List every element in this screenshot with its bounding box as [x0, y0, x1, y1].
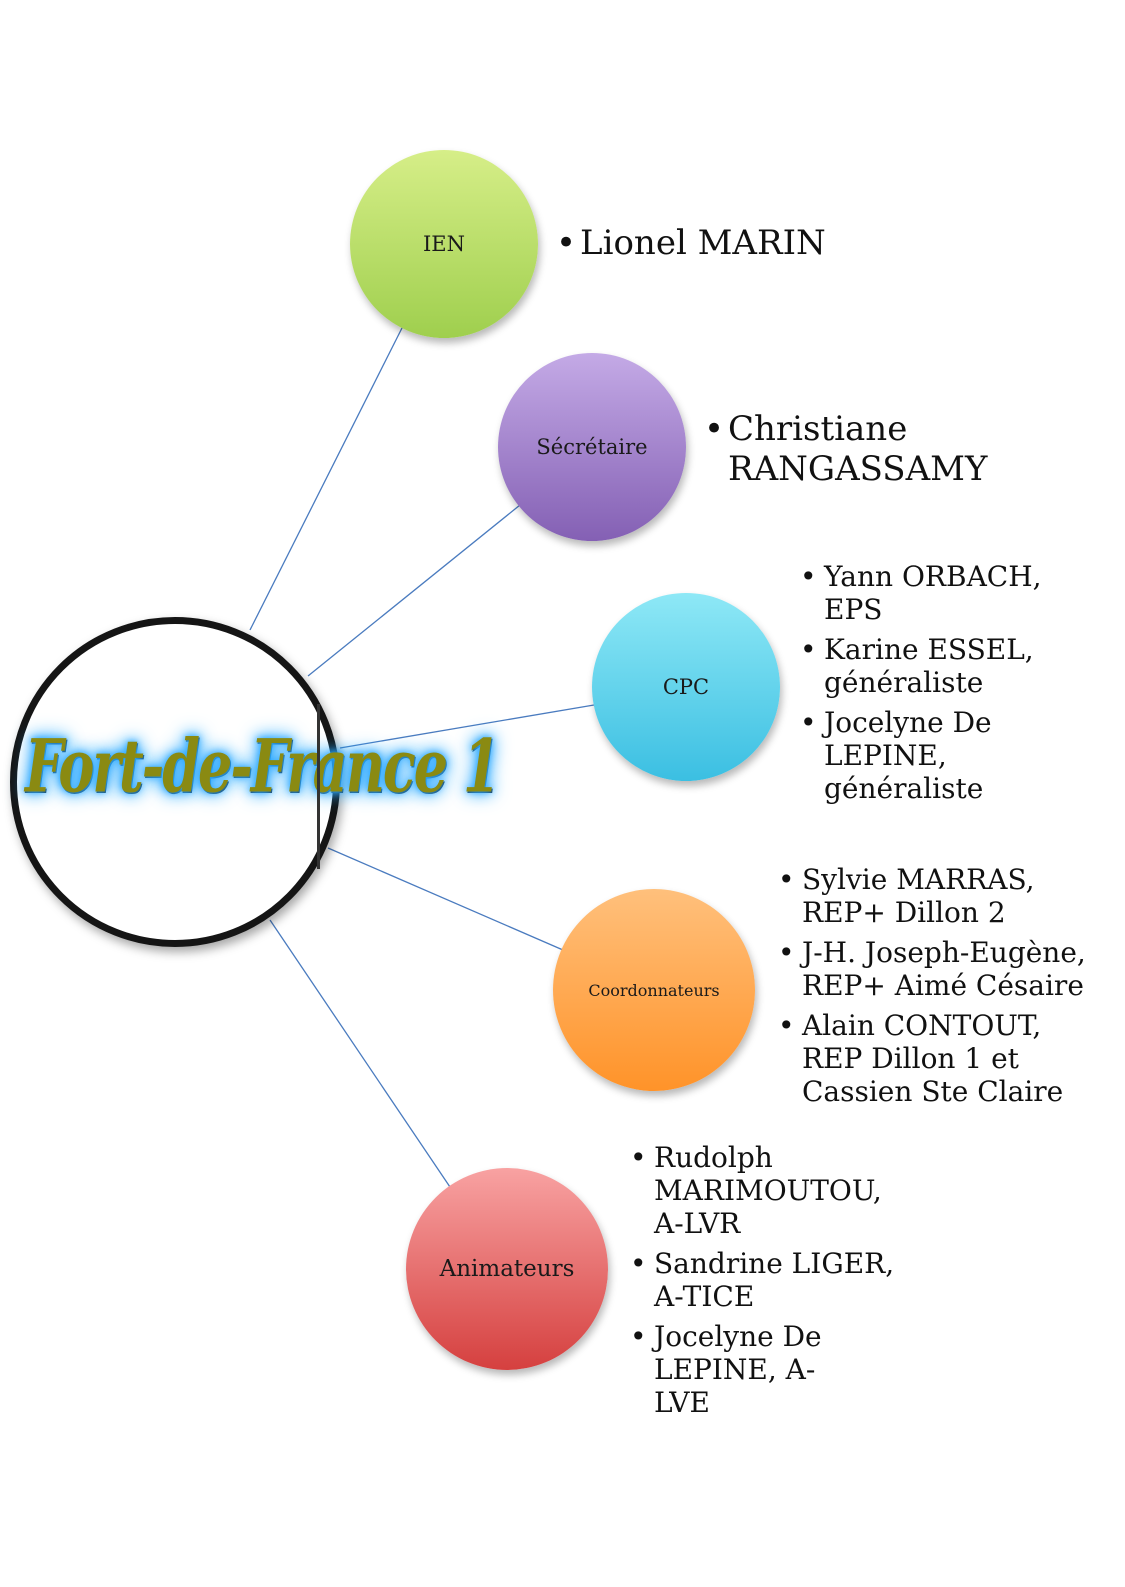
list-item: Jocelyne De LEPINE, A-LVE [630, 1320, 864, 1419]
link-ien [249, 325, 404, 631]
list-item: Sylvie MARRAS, REP+ Dillon 2 [778, 863, 1062, 929]
list-item: Christiane RANGASSAMY [704, 409, 1004, 489]
link-animateurs [269, 919, 451, 1188]
logo-divider [317, 704, 320, 869]
node-ien: IEN [350, 150, 538, 338]
list-item: Karine ESSEL, généraliste [800, 633, 1050, 699]
node-animateurs: Animateurs [406, 1168, 608, 1370]
node-ien-label: IEN [423, 232, 465, 256]
list-item: Jocelyne De LEPINE, généraliste [800, 706, 994, 805]
link-secretaire [307, 504, 521, 677]
list-item: Yann ORBACH, EPS [800, 560, 1050, 626]
node-secretaire: Sécrétaire [498, 353, 686, 541]
logo-text: Fort-de-France 1 [25, 722, 500, 810]
list-item: Sandrine LIGER, A-TICE [630, 1247, 904, 1313]
node-coordonnateurs: Coordonnateurs [553, 889, 755, 1091]
list-item: Lionel MARIN [556, 223, 876, 263]
link-cpc [339, 704, 595, 749]
secretaire-people-list: Christiane RANGASSAMY [704, 409, 1004, 489]
hub-logo: Fort-de-France 1 [10, 617, 500, 947]
list-item: J-H. Joseph-Eugène, REP+ Aimé Césaire [778, 936, 1102, 1002]
list-item: Rudolph MARIMOUTOU, A-LVR [630, 1141, 884, 1240]
cpc-people-list: Yann ORBACH, EPS Karine ESSEL, généralis… [800, 560, 1050, 805]
node-animateurs-label: Animateurs [439, 1256, 575, 1282]
ien-people-list: Lionel MARIN [556, 223, 876, 263]
list-item: Alain CONTOUT, REP Dillon 1 et Cassien S… [778, 1009, 1072, 1108]
link-coordonnateurs [327, 847, 564, 951]
coordonnateurs-people-list: Sylvie MARRAS, REP+ Dillon 2 J-H. Joseph… [778, 863, 1088, 1108]
node-cpc-label: CPC [662, 675, 710, 699]
node-coordonnateurs-label: Coordonnateurs [588, 980, 720, 1000]
node-cpc: CPC [592, 593, 780, 781]
node-secretaire-label: Sécrétaire [536, 435, 648, 459]
animateurs-people-list: Rudolph MARIMOUTOU, A-LVR Sandrine LIGER… [630, 1141, 900, 1419]
